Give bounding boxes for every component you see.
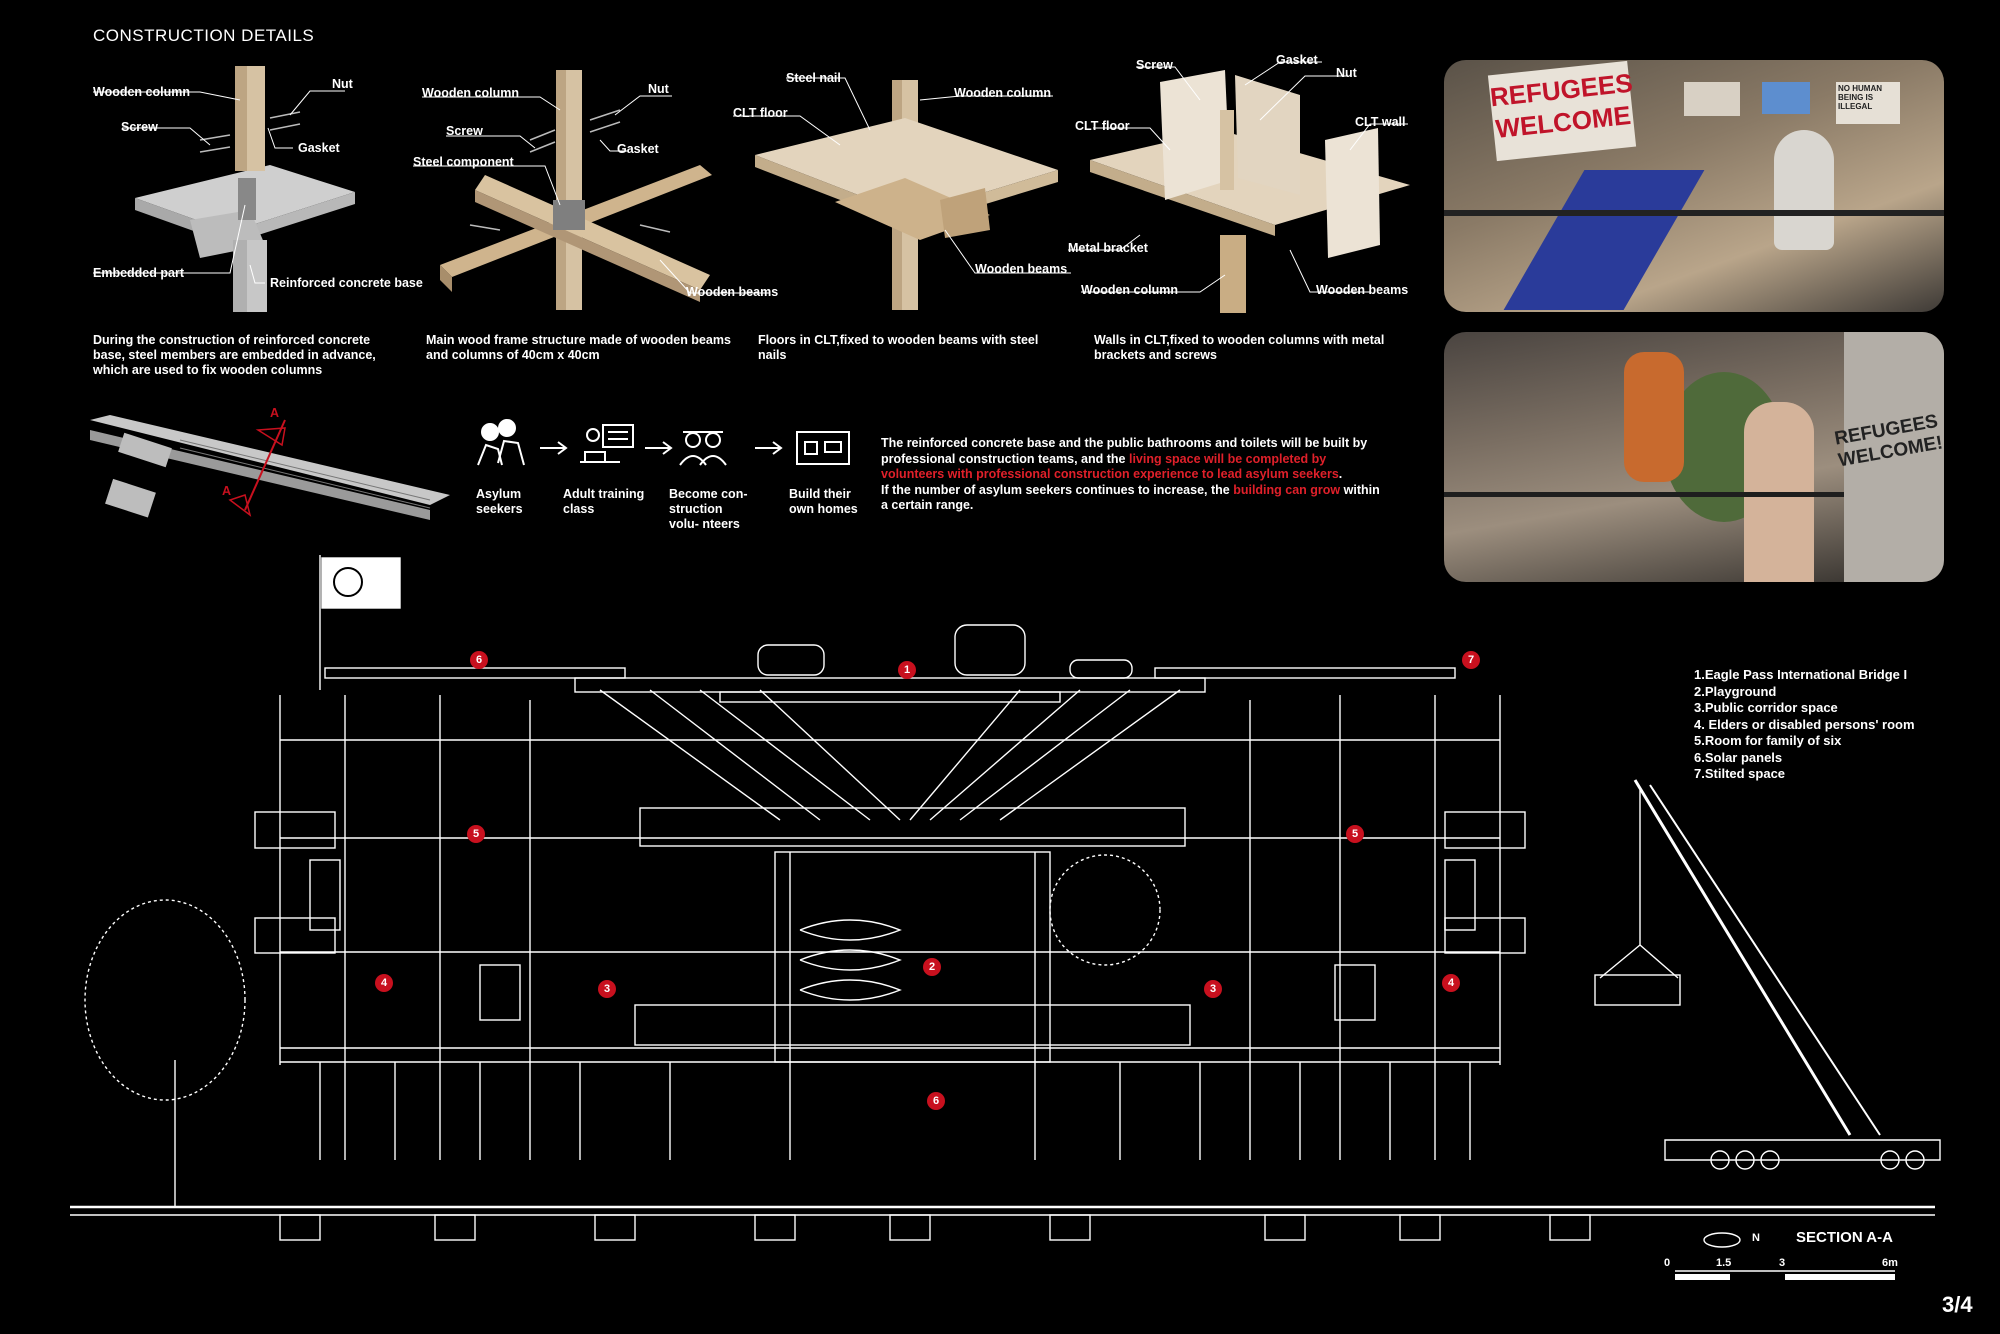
marker-7: 6 [927, 1092, 945, 1110]
no-human-sign: NO HUMAN BEING IS ILLEGAL [1836, 82, 1900, 124]
scale-0: 0 [1664, 1257, 1671, 1269]
marker-5-left: 5 [467, 825, 485, 843]
step-construction-volunteers: Become con- struction volu- nteers [669, 487, 748, 531]
detail1-label-gasket: Gasket [298, 141, 340, 155]
railing-2 [1444, 492, 1844, 497]
detail4-description: Walls in CLT,fixed to wooden columns wit… [1094, 333, 1385, 362]
legend-item-1: 1.Eagle Pass International Bridge I [1694, 667, 1908, 682]
detail4-label-clt-floor: CLT floor [1075, 119, 1130, 133]
banner-small [1684, 82, 1740, 116]
section-marker-bottom: A [222, 484, 232, 498]
detail2-label-steel-component: Steel component [413, 155, 514, 169]
detail1-label-embedded: Embedded part [93, 266, 184, 280]
marker-3-left: 3 [598, 980, 616, 998]
scale-3: 3 [1779, 1257, 1786, 1269]
detail-2-drawing [413, 70, 770, 310]
scale-1-5: 1.5 [1716, 1257, 1732, 1269]
detail1-description: During the construction of reinforced co… [93, 333, 376, 377]
marker-2: 2 [923, 958, 941, 976]
detail2-label-gasket: Gasket [617, 142, 659, 156]
tree-center [1049, 854, 1161, 966]
detail2-label-wooden-column: Wooden column [422, 86, 519, 100]
process-text-2-highlight: building can grow [1233, 482, 1341, 497]
crane-boom [1633, 779, 1852, 1136]
step-build-homes: Build their own homes [789, 487, 858, 516]
marker-4-left: 4 [375, 974, 393, 992]
detail4-label-wooden-column: Wooden column [1081, 283, 1178, 297]
legend-item-6: 6.Solar panels [1694, 749, 1783, 765]
page-number: 3/4 [1942, 1292, 1973, 1317]
detail2-label-wooden-beams: Wooden beams [686, 285, 779, 299]
detail2-label-screw: Screw [446, 124, 483, 138]
detail4-label-screw: Screw [1136, 58, 1173, 72]
process-description: The reinforced concrete base and the pub… [881, 436, 1381, 514]
person-figure [1774, 130, 1834, 250]
detail-4-drawing [1068, 61, 1410, 313]
process-text-2: If the number of asylum seekers continue… [881, 482, 1234, 497]
detail-3-drawing [733, 77, 1071, 310]
legend-item-4: 4. Elders or disabled persons' room [1694, 716, 1915, 732]
car-1 [757, 644, 825, 676]
process-icons [477, 419, 850, 466]
detail3-label-wooden-column: Wooden column [954, 86, 1051, 100]
detail1-label-rc-base: Reinforced concrete base [270, 276, 423, 290]
render-photo-2: REFUGEES WELCOME! [1444, 332, 1944, 582]
step-asylum-seekers: Asylum seekers [476, 487, 523, 516]
process-text-1-highlight: living space will be completed by volunt… [881, 451, 1339, 482]
detail2-description: Main wood frame structure made of wooden… [426, 333, 731, 362]
north-label: N [1752, 1232, 1760, 1244]
un-flag [1762, 82, 1810, 114]
marker-3-right: 3 [1204, 980, 1222, 998]
crane-load [1594, 974, 1681, 1006]
north-arrow-icon [1703, 1232, 1741, 1248]
detail-1-drawing [93, 66, 355, 312]
concrete-column [1844, 332, 1944, 582]
detail4-label-gasket: Gasket [1276, 53, 1318, 67]
legend-item-5: 5.Room for family of six [1694, 733, 1842, 748]
marker-6-right: 7 [1462, 651, 1480, 669]
detail4-label-metal-bracket: Metal bracket [1068, 241, 1148, 255]
detail2-label-nut: Nut [648, 82, 669, 96]
detail4-label-nut: Nut [1336, 66, 1357, 80]
car-3 [1069, 659, 1133, 679]
detail1-label-screw: Screw [121, 120, 158, 134]
detail3-label-clt-floor: CLT floor [733, 106, 788, 120]
section-title: SECTION A-A [1796, 1229, 1893, 1246]
scale-6m: 6m [1882, 1257, 1898, 1269]
marker-6-left: 6 [470, 651, 488, 669]
legend-item-7: 7.Stilted space [1694, 766, 1786, 781]
marker-5-right: 5 [1346, 825, 1364, 843]
plan-strip [90, 415, 450, 520]
bridge-deck [574, 677, 1206, 693]
detail3-label-steel-nail: Steel nail [786, 71, 841, 85]
detail1-label-wooden-column: Wooden column [93, 85, 190, 99]
process-arrows [540, 441, 783, 455]
page-title: CONSTRUCTION DETAILS [93, 26, 315, 45]
legend-item-2: 2.Playground [1694, 683, 1777, 699]
section-marker-top: A [270, 406, 280, 420]
orange-slide [1624, 352, 1684, 482]
detail4-label-wooden-beams: Wooden beams [1316, 283, 1409, 297]
render-photo-1: REFUGEES WELCOME NO HUMAN BEING IS ILLEG… [1444, 60, 1944, 312]
crane-truck [1664, 1139, 1941, 1161]
marker-1: 1 [898, 661, 916, 679]
section-legend: 1.Eagle Pass International Bridge I 2.Pl… [1694, 667, 1915, 783]
tree-left [84, 899, 246, 1101]
detail4-label-clt-wall: CLT wall [1355, 115, 1406, 129]
marker-4-right: 4 [1442, 974, 1460, 992]
legend-item-3: 3.Public corridor space [1694, 700, 1838, 715]
railing [1444, 210, 1944, 216]
process-text-2-end: within a certain range. [881, 482, 1380, 513]
detail3-description: Floors in CLT,fixed to wooden beams with… [758, 333, 1039, 362]
step-adult-training: Adult training class [563, 487, 645, 516]
process-text-1-end: . [1338, 467, 1343, 481]
process-text-1: The reinforced concrete base and the pub… [881, 436, 1368, 466]
detail3-label-wooden-beams: Wooden beams [975, 262, 1068, 276]
car-2 [954, 624, 1026, 676]
detail1-label-nut: Nut [332, 77, 353, 91]
